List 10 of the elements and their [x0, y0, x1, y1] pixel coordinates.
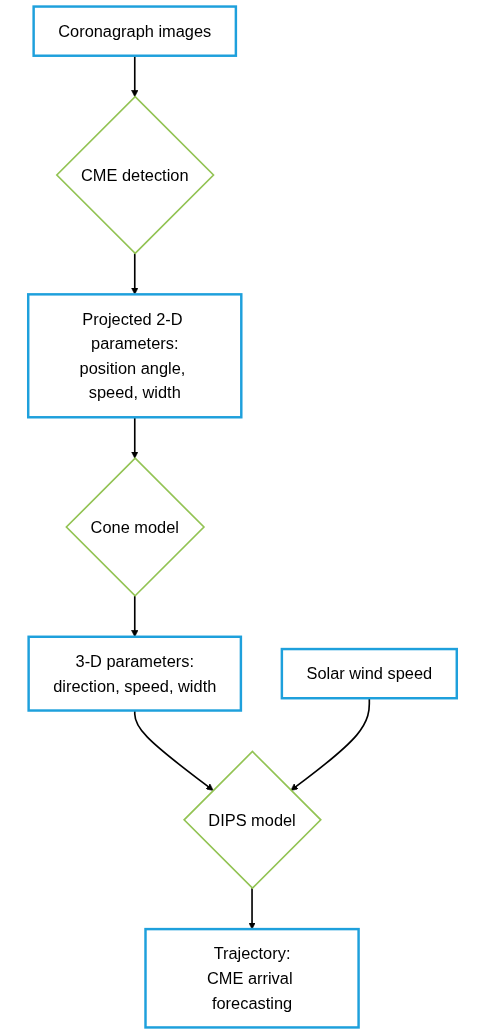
- node-box: Coronagraph images: [32, 5, 238, 57]
- node-box: Solar wind speed: [280, 647, 458, 700]
- node-box: Trajectory: CME arrival forecasting: [144, 927, 360, 1029]
- node-diamond: Cone model: [65, 457, 206, 597]
- arrow: [131, 252, 139, 295]
- node-diamond: DIPS model: [183, 750, 322, 890]
- node-box: Projected 2-D parameters: position angle, speed, width: [27, 293, 243, 419]
- node-box: 3-D parameters: direction, speed, width: [27, 635, 243, 712]
- arrow: [248, 887, 256, 930]
- node-diamond: CME detection: [55, 95, 215, 255]
